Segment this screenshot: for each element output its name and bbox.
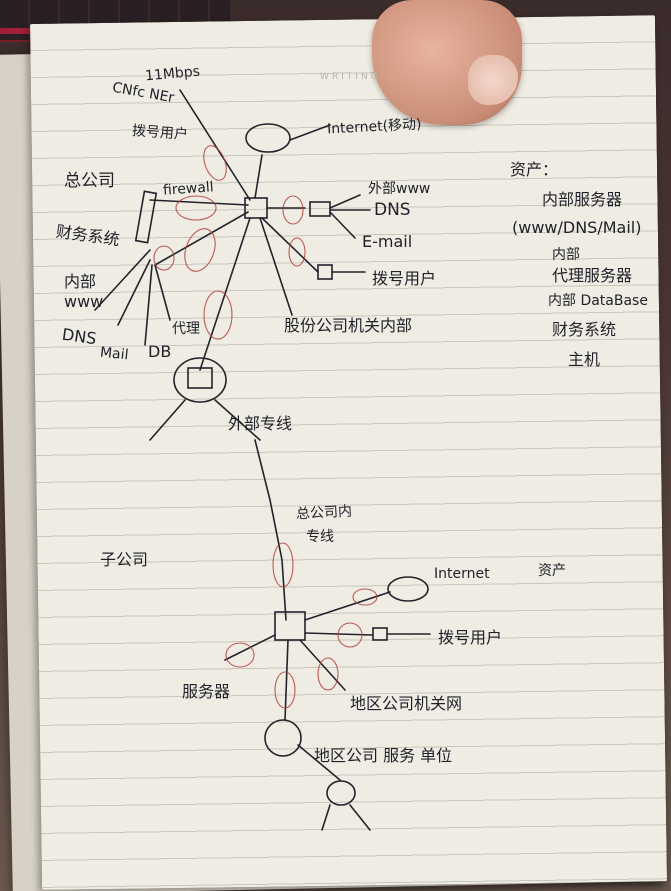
assets-line-1: 内部服务器 xyxy=(542,190,623,209)
label-regional-office: 地区公司机关网 xyxy=(350,694,463,713)
assets-line-6: 财务系统 xyxy=(552,320,617,339)
label-proxy: 代理 xyxy=(172,321,200,337)
label-dns-right: DNS xyxy=(374,200,411,220)
label-internet-bottom: Internet xyxy=(434,566,490,582)
label-external-www: 外部www xyxy=(368,181,431,197)
label-external-line: 外部专线 xyxy=(228,414,293,433)
internet-cloud-top xyxy=(245,123,291,153)
label-head-office: 总公司 xyxy=(64,171,115,191)
label-email: E-mail xyxy=(362,232,413,251)
assets-line-2: (www/DNS/Mail) xyxy=(512,218,642,237)
hub-subsidiary xyxy=(274,611,306,641)
assets-line-7: 主机 xyxy=(568,350,601,369)
label-holding-internal: 股份公司机关内部 xyxy=(284,316,413,335)
label-server: 服务器 xyxy=(182,682,231,701)
assets-line-5: 内部 DataBase xyxy=(548,293,648,309)
external-node xyxy=(173,357,227,403)
label-mail-left: Mail xyxy=(99,344,130,364)
regional-node xyxy=(264,719,302,757)
page-header-print: WRITING xyxy=(320,72,381,82)
label-dial-user-bottom: 拨号用户 xyxy=(438,628,503,647)
label-db-left: DB xyxy=(148,342,172,361)
assets-line-3: 内部 xyxy=(552,247,580,263)
thumbnail-nail xyxy=(468,55,518,105)
label-dedicated-line: 专线 xyxy=(306,529,334,545)
label-dedicated-line-note: 总公司内 xyxy=(295,503,353,523)
label-dial-user-top: 拨号用户 xyxy=(131,123,189,143)
label-subsidiary: 子公司 xyxy=(100,550,149,569)
assets-line-4: 代理服务器 xyxy=(552,266,633,285)
label-assets-bottom: 资产 xyxy=(538,563,566,579)
label-internal-www: 内部 www xyxy=(64,272,104,311)
hub-head-office xyxy=(244,197,268,219)
assets-title: 资产： xyxy=(510,160,559,179)
label-regional-service: 地区公司 服务 单位 xyxy=(314,746,453,765)
label-dial-user-right: 拨号用户 xyxy=(372,269,437,288)
internet-cloud-bottom xyxy=(387,576,429,602)
